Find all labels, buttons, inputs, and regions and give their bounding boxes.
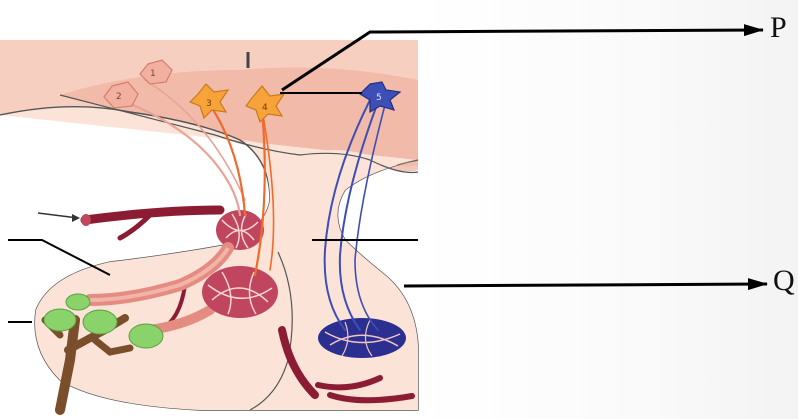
arrow-q [404, 284, 767, 286]
label-q: Q [773, 266, 795, 296]
label-p: P [770, 13, 787, 43]
svg-text:2: 2 [116, 92, 122, 102]
vessel-opening [81, 214, 91, 226]
svg-text:3: 3 [206, 99, 212, 109]
svg-text:5: 5 [376, 93, 382, 103]
secondary-capillary-plexus [202, 266, 278, 318]
posterior-plexus [318, 318, 406, 358]
svg-text:1: 1 [150, 69, 156, 79]
svg-text:4: 4 [262, 103, 268, 113]
